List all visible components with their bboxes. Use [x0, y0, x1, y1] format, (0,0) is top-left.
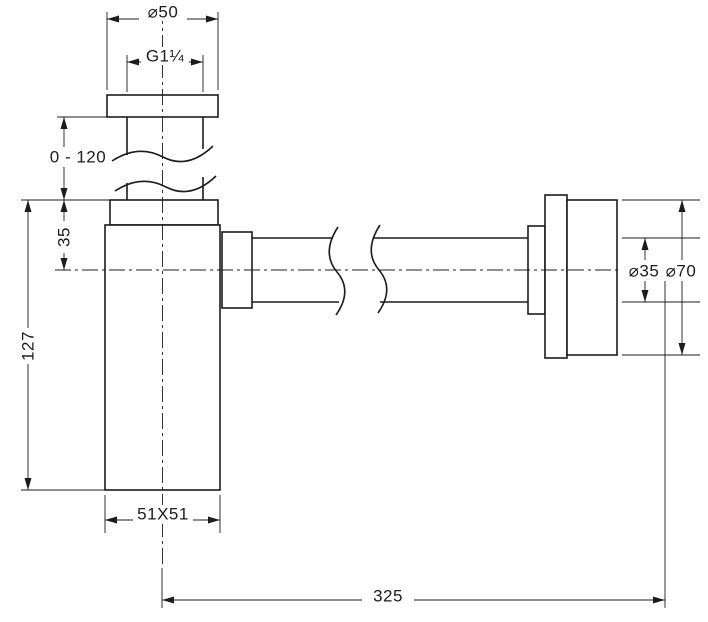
dim-label-flange-diameter: ⌀70 — [666, 262, 697, 281]
tail-pipe-break — [111, 145, 217, 193]
tail-pipe — [126, 117, 204, 200]
dim-label-inlet-offset: 35 — [55, 227, 74, 247]
wall-pipe — [252, 237, 530, 303]
wall-tube — [566, 199, 618, 356]
dim-label-overall-length: 325 — [373, 587, 403, 606]
dim-label-body-height: 127 — [19, 331, 38, 361]
wall-flange — [544, 194, 568, 359]
dim-label-top-diameter: ⌀50 — [148, 3, 179, 22]
dim-label-body-section: 51X51 — [137, 505, 189, 524]
centerlines — [55, 8, 700, 565]
trap-top-nut — [109, 199, 219, 226]
dim-label-adjustable-height: 0 - 120 — [50, 148, 106, 167]
label-backgrounds — [19, 3, 702, 606]
object-lines — [104, 94, 618, 491]
dim-label-thread-size: G1¼ — [146, 47, 185, 66]
dimension-labels: ⌀50 G1¼ 0 - 120 35 127 51X51 325 ⌀35 ⌀70 — [19, 3, 697, 606]
dim-label-pipe-diameter: ⌀35 — [629, 262, 660, 281]
